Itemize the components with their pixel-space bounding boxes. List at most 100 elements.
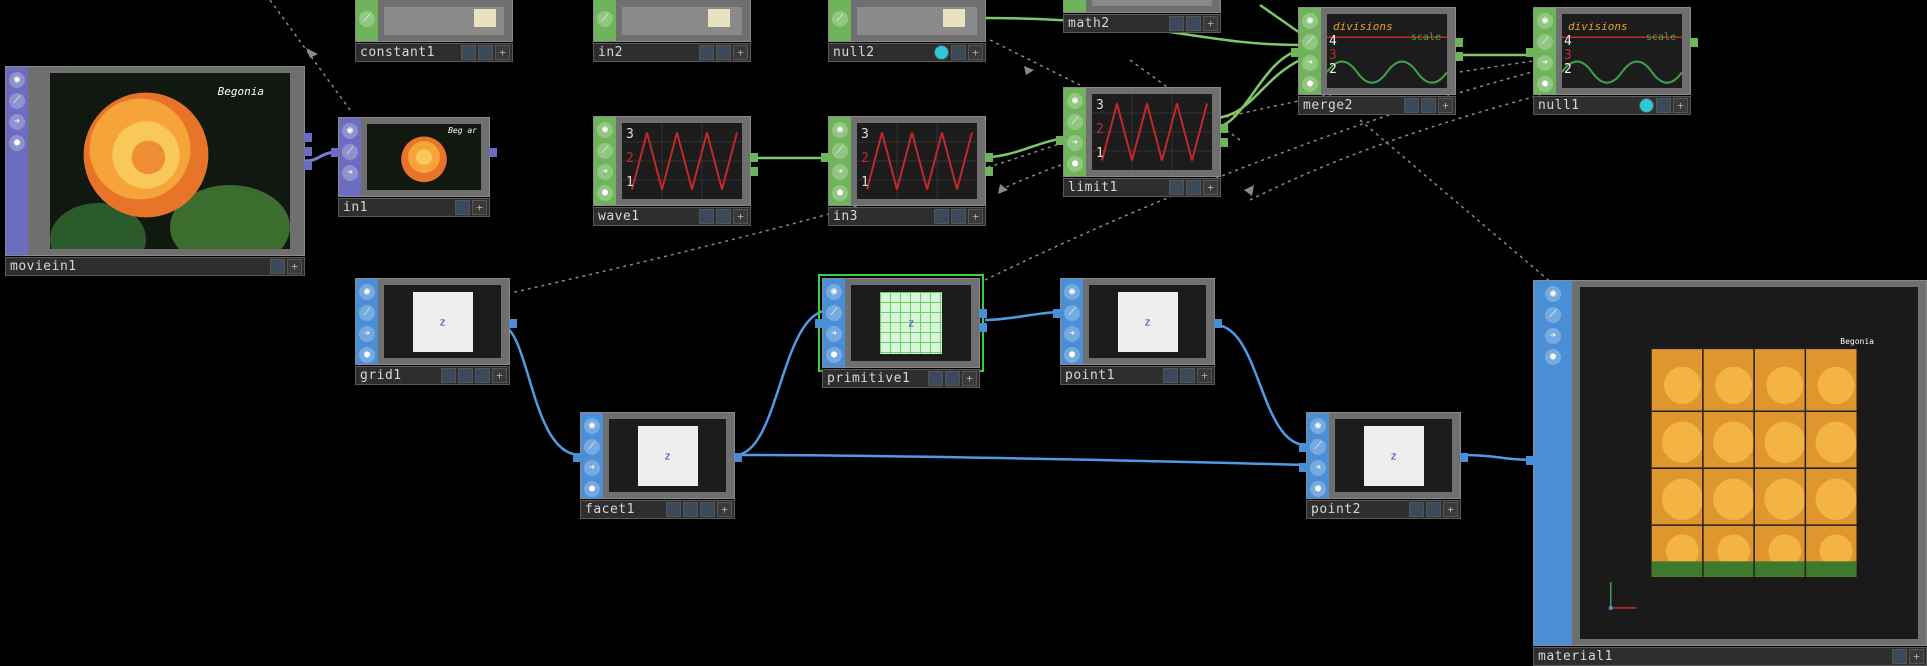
bypass-icon[interactable]: ➔ <box>9 114 25 130</box>
plus-icon[interactable]: + <box>492 368 507 383</box>
plus-icon[interactable]: + <box>472 200 487 215</box>
render-icon[interactable]: ⟋ <box>1537 34 1553 50</box>
node-null2[interactable]: ⟋ null2 + <box>828 0 986 62</box>
plus-icon[interactable]: + <box>1203 16 1218 31</box>
render-icon[interactable]: ⟋ <box>1310 439 1326 455</box>
render-icon[interactable]: ⟋ <box>832 143 848 159</box>
node-limit1[interactable]: ◉ ⟋ ➔ ● 3 2 1 lim <box>1056 87 1228 197</box>
display-icon[interactable]: ◉ <box>1302 13 1318 29</box>
viewer-flag-icon[interactable] <box>699 45 714 60</box>
node-name[interactable]: limit1 <box>1068 180 1118 195</box>
viewer-flag-icon[interactable] <box>461 45 476 60</box>
node-name[interactable]: math2 <box>1068 16 1110 31</box>
plus-icon[interactable]: + <box>733 45 748 60</box>
node-in3[interactable]: ◉ ⟋ ➔ ● 3 2 1 in3 <box>821 116 993 226</box>
viewer-flag-icon[interactable] <box>716 45 731 60</box>
output-connector[interactable] <box>1214 319 1222 328</box>
lock-icon[interactable]: ● <box>359 347 375 363</box>
display-icon[interactable]: ◉ <box>1064 284 1080 300</box>
input-connector[interactable] <box>331 148 339 157</box>
node-material1[interactable]: ◉ ⟋ ➔ ● <box>1526 280 1927 666</box>
viewer-flag-icon[interactable] <box>945 371 960 386</box>
node-wave1[interactable]: ◉ ⟋ ➔ ● 3 2 1 wave1 <box>593 116 758 226</box>
viewer-flag-icon[interactable] <box>1180 368 1195 383</box>
display-icon[interactable]: ◉ <box>826 284 842 300</box>
node-point2[interactable]: ◉ ⟋ ➔ ● z point2 + <box>1299 412 1468 519</box>
output-connector[interactable] <box>1460 453 1468 462</box>
render-icon[interactable]: ⟋ <box>1545 307 1561 323</box>
render-icon[interactable]: ⟋ <box>359 305 375 321</box>
node-name[interactable]: point1 <box>1065 368 1115 383</box>
output-connector[interactable] <box>509 319 517 328</box>
node-grid1[interactable]: ◉ ⟋ ➔ ● z grid1 + <box>355 278 517 385</box>
node-in1[interactable]: ◉ ⟋ ➔ Beg ar in1 + <box>331 117 497 217</box>
node-name[interactable]: material1 <box>1538 649 1613 664</box>
bypass-icon[interactable]: ➔ <box>1302 55 1318 71</box>
display-icon[interactable]: ◉ <box>1545 286 1561 302</box>
render-icon[interactable]: ⟋ <box>826 305 842 321</box>
display-icon[interactable]: ◉ <box>1067 93 1083 109</box>
render-icon[interactable]: ⟋ <box>342 144 358 160</box>
lock-icon[interactable]: ● <box>1064 347 1080 363</box>
viewer-flag-icon[interactable] <box>928 371 943 386</box>
render-icon[interactable]: ⟋ <box>584 439 600 455</box>
plus-icon[interactable]: + <box>962 371 977 386</box>
node-name[interactable]: in3 <box>833 209 858 224</box>
display-icon[interactable]: ◉ <box>597 122 613 138</box>
node-name[interactable]: facet1 <box>585 502 635 517</box>
bypass-icon[interactable]: ➔ <box>1310 460 1326 476</box>
input-connector[interactable] <box>1299 443 1307 452</box>
node-name[interactable]: moviein1 <box>10 259 77 274</box>
viewer-flag-icon[interactable] <box>1421 98 1436 113</box>
plus-icon[interactable]: + <box>287 259 302 274</box>
bypass-icon[interactable]: ➔ <box>342 165 358 181</box>
bypass-icon[interactable]: ➔ <box>584 460 600 476</box>
plus-icon[interactable]: + <box>717 502 732 517</box>
display-icon[interactable]: ◉ <box>1537 13 1553 29</box>
render-icon[interactable]: ⟋ <box>1067 114 1083 130</box>
display-icon[interactable]: ◉ <box>9 72 25 88</box>
viewer-flag-icon[interactable] <box>1169 180 1184 195</box>
bypass-icon[interactable]: ➔ <box>359 326 375 342</box>
bypass-icon[interactable]: ➔ <box>1067 135 1083 151</box>
output-connector[interactable] <box>1455 38 1463 47</box>
plus-icon[interactable]: + <box>968 45 983 60</box>
lock-icon[interactable]: ● <box>826 347 842 363</box>
node-name[interactable]: in2 <box>598 45 623 60</box>
render-icon[interactable]: ⟋ <box>597 11 613 27</box>
render-icon[interactable]: ⟋ <box>9 93 25 109</box>
lock-icon[interactable]: ● <box>1310 481 1326 497</box>
viewer-flag-icon[interactable] <box>441 368 456 383</box>
node-math2[interactable]: math2 + <box>1063 0 1221 33</box>
viewer-flag-icon[interactable] <box>1169 16 1184 31</box>
viewer-flag-icon[interactable] <box>1186 16 1201 31</box>
output-connector[interactable] <box>985 153 993 162</box>
viewer-flag-icon[interactable] <box>716 209 731 224</box>
viewer-flag-icon[interactable] <box>700 502 715 517</box>
viewer-flag-icon[interactable] <box>270 259 285 274</box>
render-icon[interactable]: ⟋ <box>1064 305 1080 321</box>
viewer-flag-icon[interactable] <box>478 45 493 60</box>
viewer-flag-icon[interactable] <box>934 45 949 60</box>
lock-icon[interactable]: ● <box>597 185 613 201</box>
node-primitive1[interactable]: ◉ ⟋ ➔ ● z primitive1 + <box>815 274 987 388</box>
lock-icon[interactable]: ● <box>1067 156 1083 172</box>
lock-icon[interactable]: ● <box>1537 76 1553 92</box>
output-connector[interactable] <box>985 167 993 176</box>
display-icon[interactable]: ◉ <box>584 418 600 434</box>
input-connector[interactable] <box>1053 309 1061 318</box>
output-connector[interactable] <box>304 133 312 142</box>
input-connector[interactable] <box>1526 48 1534 57</box>
plus-icon[interactable]: + <box>1197 368 1212 383</box>
display-icon[interactable]: ◉ <box>832 122 848 138</box>
output-connector[interactable] <box>1220 138 1228 147</box>
node-in2[interactable]: ⟋ in2 + <box>593 0 751 62</box>
input-connector[interactable] <box>821 153 829 162</box>
node-name[interactable]: primitive1 <box>827 371 911 386</box>
plus-icon[interactable]: + <box>733 209 748 224</box>
node-null1[interactable]: ◉ ⟋ ➔ ● divisions scale 4 3 2 null1 <box>1526 7 1698 115</box>
viewer-flag-icon[interactable] <box>1639 98 1654 113</box>
viewer-flag-icon[interactable] <box>951 45 966 60</box>
viewer-flag-icon[interactable] <box>1892 649 1907 664</box>
